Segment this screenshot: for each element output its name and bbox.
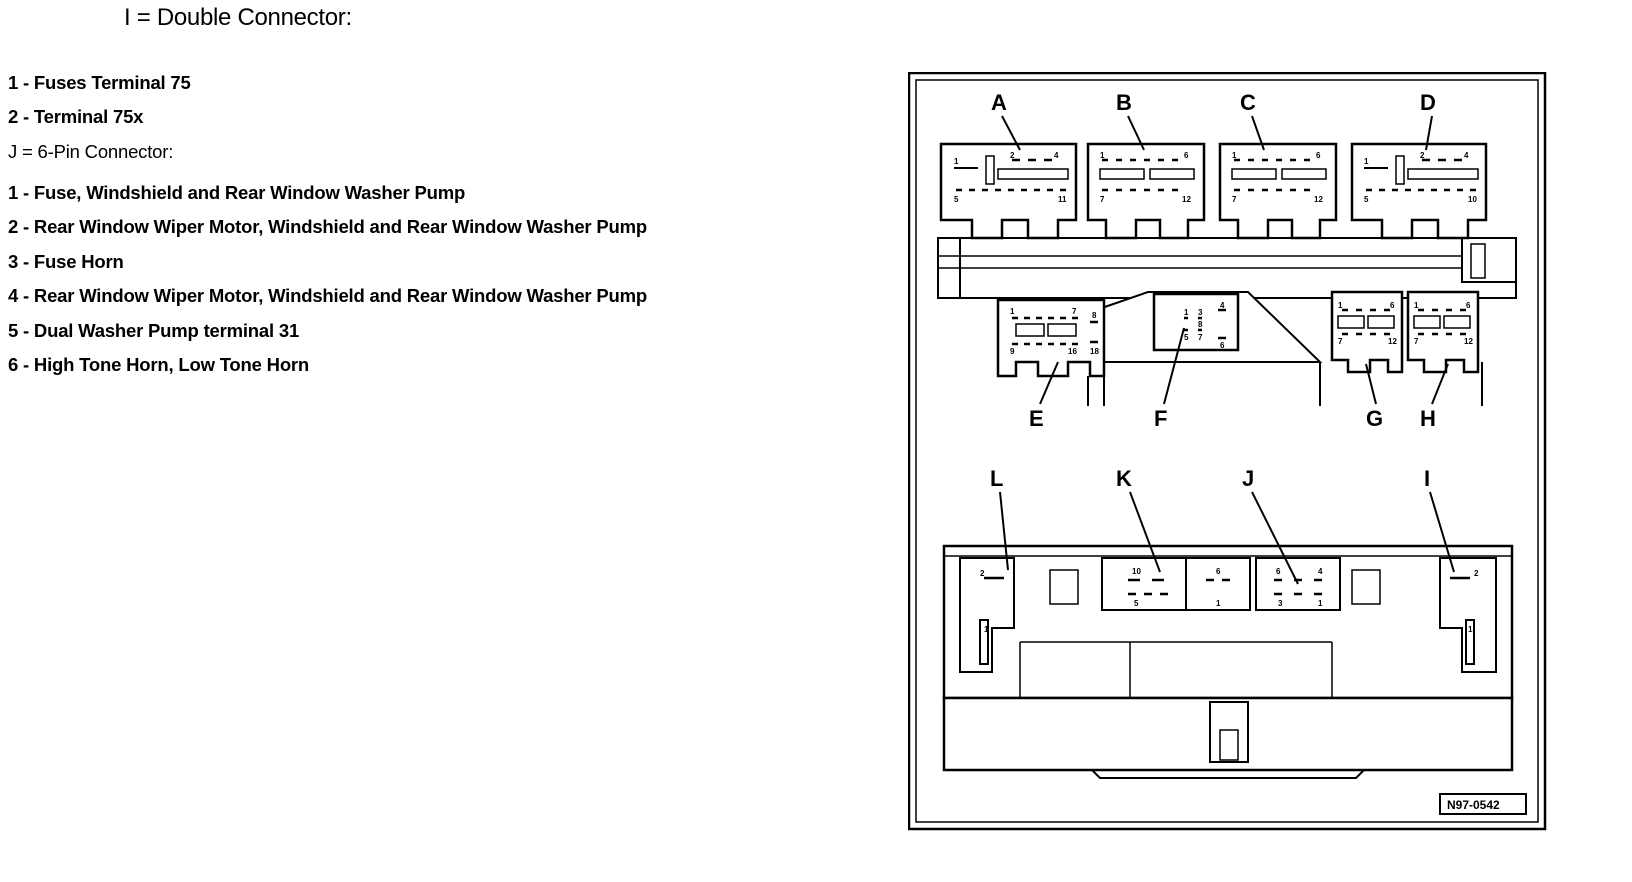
svg-text:1: 1 [984,625,989,634]
list-item-j-4: 4 - Rear Window Wiper Motor, Windshield … [8,285,647,306]
svg-text:12: 12 [1182,195,1191,204]
label-h: H [1420,406,1436,431]
svg-text:1: 1 [1468,625,1473,634]
label-d-group: D [1420,90,1436,151]
svg-text:6: 6 [1276,567,1281,576]
svg-text:16: 16 [1068,347,1077,356]
svg-text:3: 3 [1198,308,1203,317]
label-k: K [1116,466,1132,491]
figure-frame [908,72,1547,831]
connector-a [939,142,1078,240]
svg-text:6: 6 [1316,151,1321,160]
svg-text:6: 6 [1216,567,1221,576]
svg-text:1: 1 [1216,599,1221,608]
label-g-group: G [1365,363,1383,431]
svg-text:1: 1 [1414,301,1419,310]
svg-text:2: 2 [1474,569,1479,578]
svg-text:1: 1 [1232,151,1237,160]
label-l-group: L [990,466,1009,571]
svg-text:2: 2 [1010,151,1015,160]
svg-text:3: 3 [1278,599,1283,608]
connector-b [1086,142,1206,240]
label-c: C [1240,90,1256,115]
page-heading: I = Double Connector: [124,4,352,31]
figure-id-badge: N97-0542 [1439,793,1527,815]
svg-text:5: 5 [954,195,959,204]
connector-c [1218,142,1338,240]
label-h-group: H [1420,363,1449,431]
label-k-group: K [1116,466,1161,573]
svg-text:1: 1 [954,157,959,166]
svg-text:4: 4 [1318,567,1323,576]
svg-text:1: 1 [1184,308,1189,317]
svg-text:6: 6 [1466,301,1471,310]
list-item-j-5: 5 - Dual Washer Pump terminal 31 [8,320,300,341]
section-subheading: J = 6-Pin Connector: [8,141,174,162]
connector-f [1152,292,1240,352]
figure-id-label: N97-0542 [1447,798,1500,812]
svg-text:1: 1 [1010,307,1015,316]
svg-text:12: 12 [1314,195,1323,204]
svg-text:1: 1 [1318,599,1323,608]
label-f: F [1154,406,1167,431]
label-f-group: F [1154,327,1185,431]
svg-text:5: 5 [1134,599,1139,608]
connector-diagram: A B C D E F G H 1 2 4 5 11 1 6 7 12 1 [908,72,1548,832]
label-a-group: A [991,90,1021,151]
label-b-group: B [1116,90,1145,151]
svg-text:8: 8 [1092,311,1097,320]
label-l: L [990,466,1003,491]
label-e-group: E [1029,361,1059,431]
svg-text:6: 6 [1184,151,1189,160]
svg-text:12: 12 [1464,337,1473,346]
svg-text:12: 12 [1388,337,1397,346]
svg-text:8: 8 [1198,320,1203,329]
label-j: J [1242,466,1254,491]
list-item-j-1: 1 - Fuse, Windshield and Rear Window Was… [8,182,466,203]
pin-numbers-bottom: 2 1 10 5 6 1 6 4 3 1 2 1 [980,567,1479,634]
list-item-j-6: 6 - High Tone Horn, Low Tone Horn [8,354,310,375]
svg-text:9: 9 [1010,347,1015,356]
label-j-group: J [1242,466,1299,585]
connector-h [1406,290,1480,374]
list-item-j-2: 2 - Rear Window Wiper Motor, Windshield … [8,216,647,237]
svg-text:6: 6 [1220,341,1225,350]
svg-text:6: 6 [1390,301,1395,310]
svg-text:5: 5 [1184,333,1189,342]
svg-text:10: 10 [1468,195,1477,204]
label-g: G [1366,406,1383,431]
label-a: A [991,90,1007,115]
svg-text:10: 10 [1132,567,1141,576]
label-i: I [1424,466,1430,491]
svg-text:4: 4 [1220,301,1225,310]
svg-text:7: 7 [1198,333,1203,342]
label-i-group: I [1424,466,1455,573]
svg-text:4: 4 [1054,151,1059,160]
svg-text:7: 7 [1232,195,1237,204]
svg-text:1: 1 [1100,151,1105,160]
svg-text:1: 1 [1338,301,1343,310]
connector-d [1350,142,1488,240]
svg-text:5: 5 [1364,195,1369,204]
svg-text:2: 2 [980,569,985,578]
svg-text:7: 7 [1072,307,1077,316]
svg-text:7: 7 [1100,195,1105,204]
svg-text:11: 11 [1058,195,1067,204]
label-b: B [1116,90,1132,115]
svg-text:2: 2 [1420,151,1425,160]
label-e: E [1029,406,1044,431]
svg-text:1: 1 [1364,157,1369,166]
svg-text:7: 7 [1338,337,1343,346]
connector-g [1330,290,1404,374]
svg-text:18: 18 [1090,347,1099,356]
list-item-i-1: 1 - Fuses Terminal 75 [8,72,191,93]
svg-text:7: 7 [1414,337,1419,346]
svg-text:4: 4 [1464,151,1469,160]
relay-carrier [942,544,1514,779]
list-item-j-3: 3 - Fuse Horn [8,251,124,272]
label-d: D [1420,90,1436,115]
pin-numbers-top: 1 2 4 5 11 1 6 7 12 1 6 7 12 1 2 4 5 10 … [954,151,1477,356]
list-item-i-2: 2 - Terminal 75x [8,106,144,127]
label-c-group: C [1240,90,1265,151]
